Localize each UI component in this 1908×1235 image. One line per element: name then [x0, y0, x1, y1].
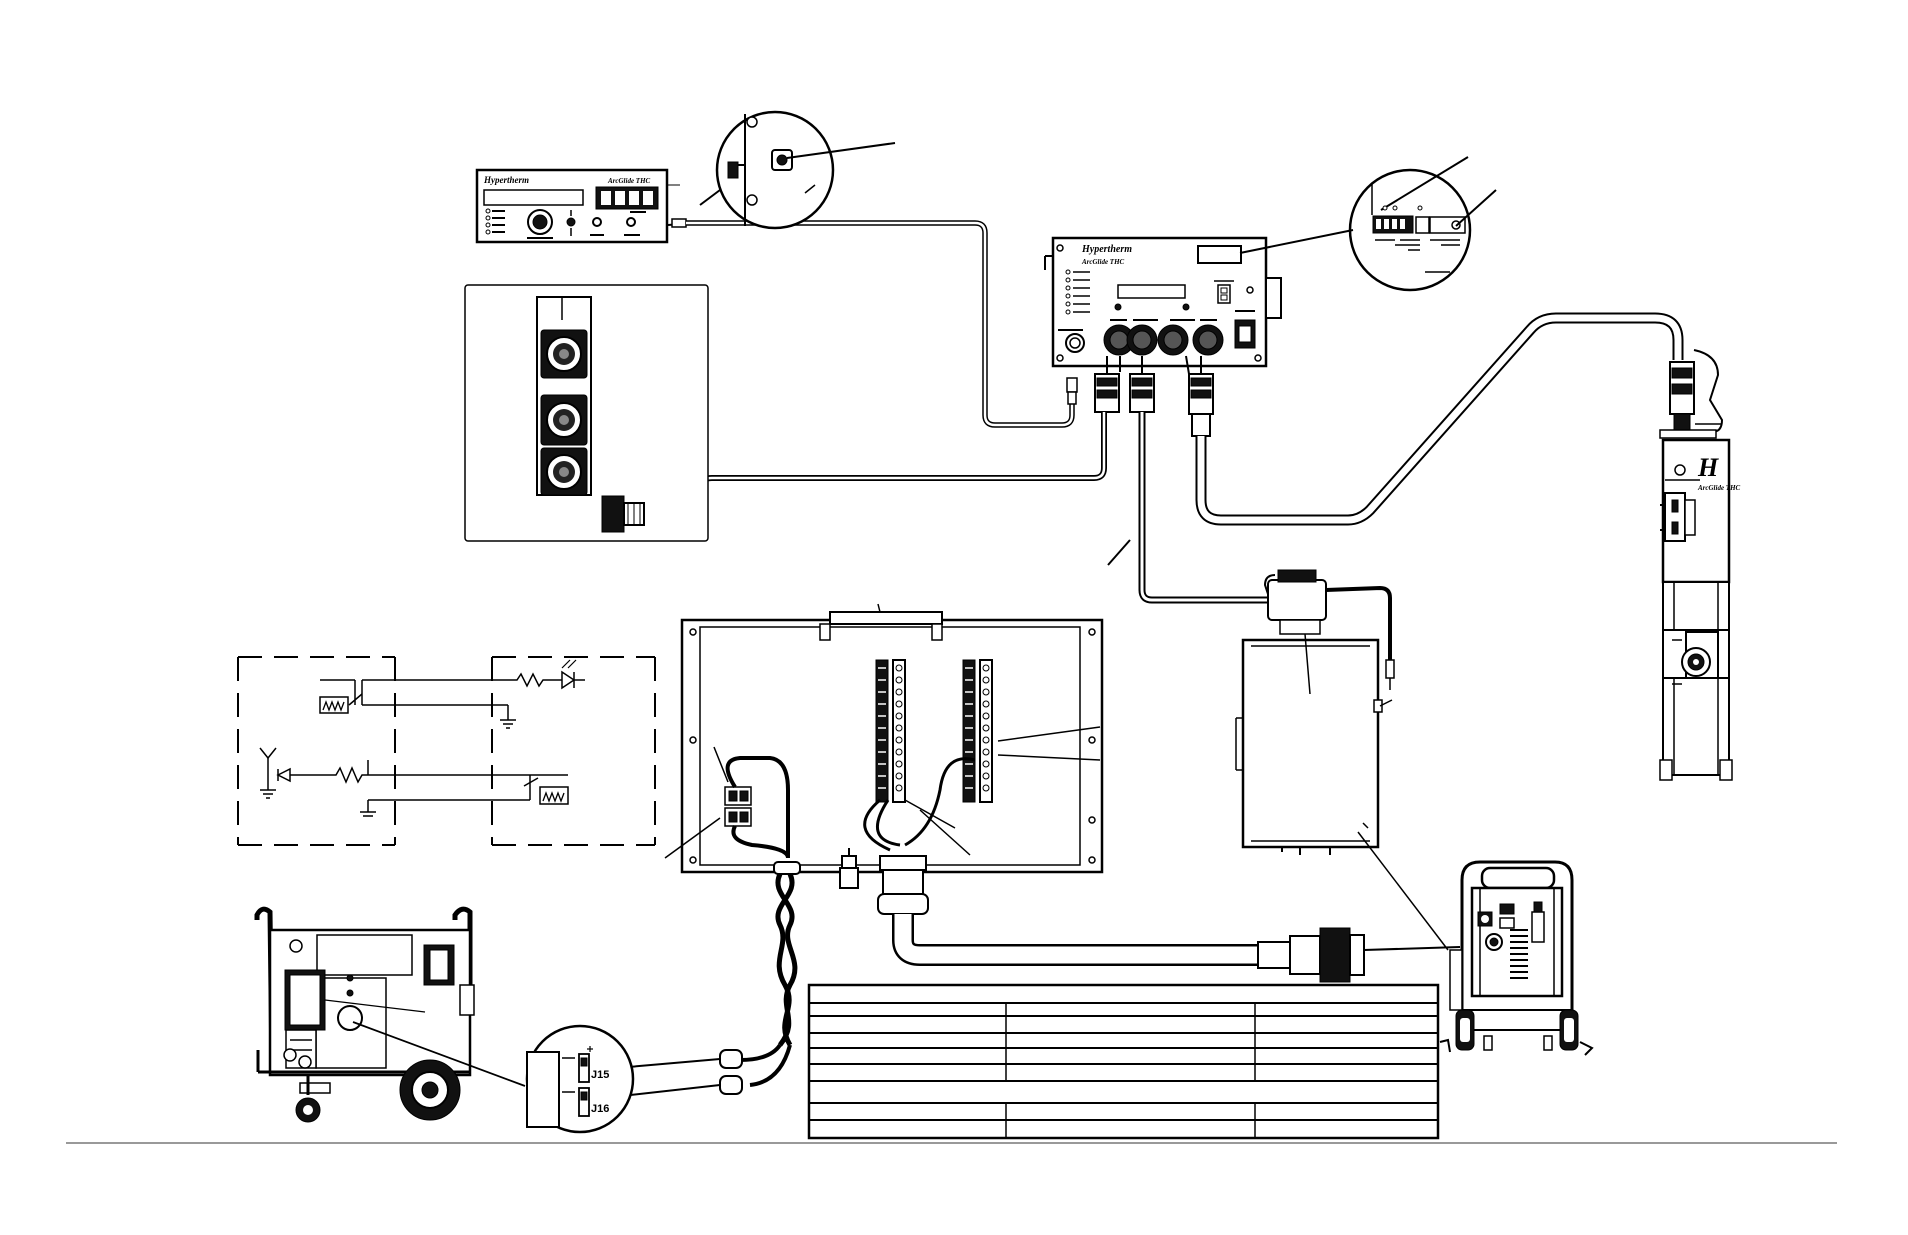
ground-stud [839, 848, 859, 889]
terminal-block-1 [724, 786, 752, 806]
lifter-logo: H [1697, 453, 1719, 482]
relay-coil-top [319, 679, 508, 714]
module-cable-connectors [1094, 355, 1214, 437]
control-display [483, 189, 584, 206]
control-jog-switch [566, 217, 576, 227]
module-brand-label: Hypertherm [1081, 244, 1132, 255]
module-model-label: ArcGlide THC [1081, 258, 1125, 266]
terminal-strip-2 [962, 659, 993, 803]
terminal-strip-1 [875, 659, 906, 803]
torch-lifter: H ArcGlide THC [1659, 349, 1741, 781]
plasma-vent-grille [1510, 929, 1528, 979]
lifter-cable [1195, 312, 1684, 526]
control-rear-detail [699, 110, 896, 230]
control-button-2 [626, 217, 636, 227]
lifter-connector [1660, 492, 1696, 542]
io-panel-detail [464, 284, 709, 542]
control-cable [667, 218, 1078, 428]
control-digit-display [595, 186, 659, 210]
control-status-leds [485, 208, 505, 235]
io-port-1 [540, 329, 588, 379]
cable-gland [877, 855, 929, 915]
io-port-2 [540, 394, 588, 446]
io-plug [601, 495, 645, 533]
wiring-table [807, 983, 1440, 1140]
control-model-label: ArcGlide THC [607, 177, 651, 185]
relay-schematic [237, 656, 656, 846]
control-button-1 [592, 217, 602, 227]
module-label-plate [1197, 245, 1242, 264]
j16-label: J16 [591, 1103, 609, 1115]
module-switch-detail [1239, 156, 1497, 292]
plasma-system-right [1439, 860, 1594, 1056]
interface-cable [1107, 412, 1268, 604]
relay-coil-bottom [523, 774, 569, 805]
lifter-model-label: ArcGlide THC [1697, 484, 1741, 492]
terminal-block-2 [724, 807, 752, 827]
io-port-3 [540, 447, 588, 496]
j15-label: J15 [591, 1069, 609, 1081]
cnc-enclosure [664, 603, 1104, 915]
j15-j16-detail: J15 J16 [525, 1024, 635, 1134]
control-brand-label: Hypertherm [483, 175, 529, 185]
main-cable [892, 914, 1461, 983]
module-display [1117, 284, 1186, 299]
interface-box [1235, 569, 1449, 951]
thc-control-module: Hypertherm ArcGlide THC [1044, 236, 1282, 368]
module-status-leds [1065, 269, 1090, 315]
plasma-system-left [254, 906, 526, 1123]
operator-control-unit: Hypertherm ArcGlide THC [475, 168, 680, 244]
